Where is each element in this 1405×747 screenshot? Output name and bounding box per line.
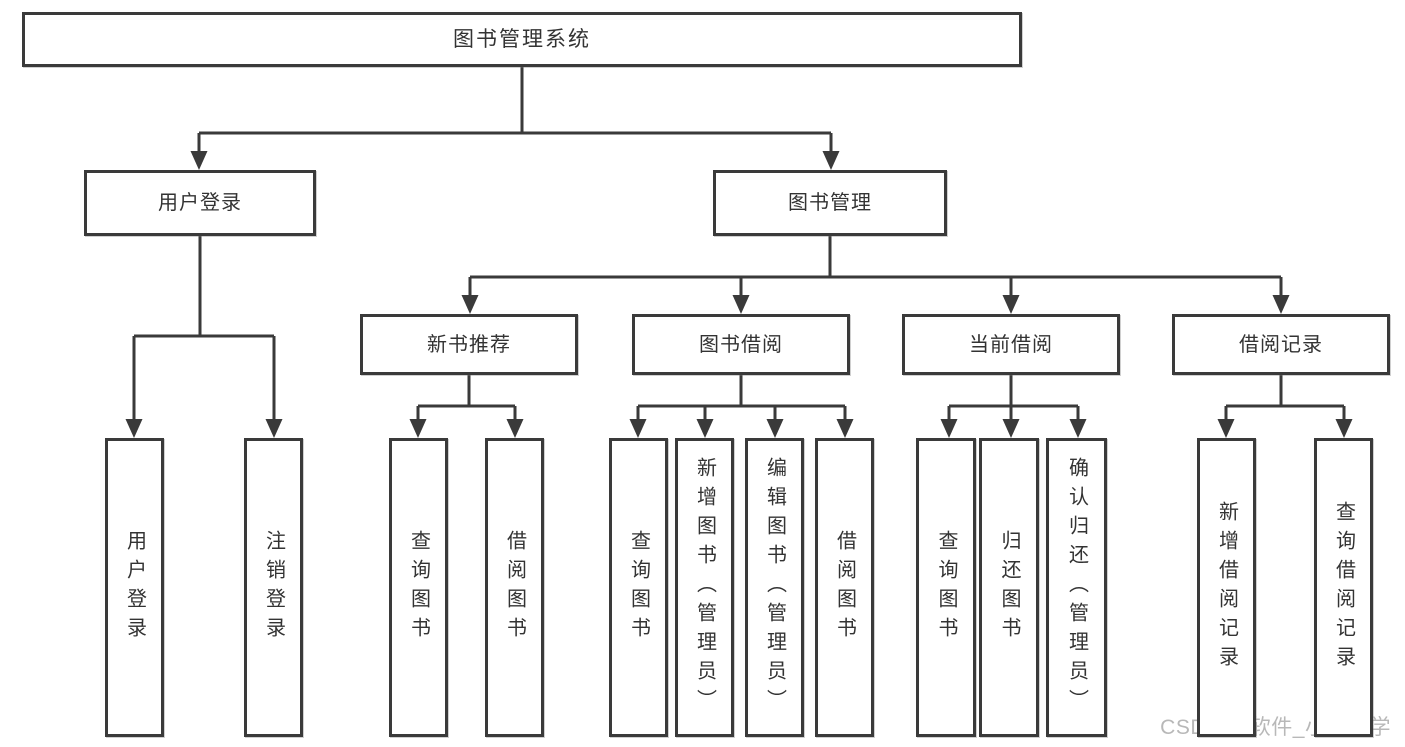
node-label-borrow-borrow: 借阅图书 <box>833 529 856 646</box>
arrowhead-down <box>1069 419 1087 438</box>
arrowhead-down <box>190 151 208 170</box>
node-label-mgmt: 图书管理 <box>788 192 872 214</box>
arrowhead-down <box>940 419 958 438</box>
arrowhead-down <box>696 419 714 438</box>
node-label-current: 当前借阅 <box>969 333 1053 356</box>
node-label-current-query: 查询图书 <box>935 529 957 646</box>
node-label-borrow-edit: 编辑图书（管理员） <box>763 457 786 718</box>
arrowhead-down <box>409 419 427 438</box>
node-label-current-return: 归还图书 <box>998 529 1020 646</box>
arrowhead-down <box>836 419 854 438</box>
arrowhead-down <box>1335 419 1353 438</box>
node-label-current-confirm: 确认归还（管理员） <box>1065 457 1088 718</box>
node-borrow-add: 新增图书（管理员） <box>675 438 734 737</box>
node-borrow: 图书借阅 <box>632 314 850 375</box>
arrowhead-down <box>766 419 784 438</box>
node-label-borrow: 图书借阅 <box>699 333 783 356</box>
node-login: 用户登录 <box>84 170 316 236</box>
node-borrow-query: 查询图书 <box>609 438 668 737</box>
node-label-borrow-add: 新增图书（管理员） <box>693 457 716 718</box>
node-label-records: 借阅记录 <box>1239 333 1323 356</box>
connector <box>125 67 1353 438</box>
node-login-user: 用户登录 <box>105 438 164 737</box>
node-records-query: 查询借阅记录 <box>1314 438 1373 737</box>
node-label-records-query: 查询借阅记录 <box>1332 500 1355 675</box>
node-login-logout: 注销登录 <box>244 438 303 737</box>
node-current-return: 归还图书 <box>979 438 1039 737</box>
node-label-newbook-borrow: 借阅图书 <box>503 529 526 646</box>
node-borrow-borrow: 借阅图书 <box>815 438 874 737</box>
node-label-login-logout: 注销登录 <box>262 529 285 646</box>
arrowhead-down <box>1272 295 1290 314</box>
node-label-borrow-query: 查询图书 <box>627 529 650 646</box>
arrowhead-down <box>732 295 750 314</box>
arrowhead-down <box>265 419 283 438</box>
arrowhead-down <box>822 151 840 170</box>
node-mgmt: 图书管理 <box>713 170 947 236</box>
node-label-records-add: 新增借阅记录 <box>1215 500 1238 675</box>
node-current-confirm: 确认归还（管理员） <box>1046 438 1107 737</box>
arrowhead-down <box>506 419 524 438</box>
arrowhead-down <box>629 419 647 438</box>
arrowhead-down <box>1217 419 1235 438</box>
node-borrow-edit: 编辑图书（管理员） <box>745 438 804 737</box>
node-records-add: 新增借阅记录 <box>1197 438 1256 737</box>
node-label-login-user: 用户登录 <box>123 529 146 646</box>
arrowhead-down <box>461 295 479 314</box>
node-newbook-borrow: 借阅图书 <box>485 438 544 737</box>
arrowhead-down <box>1002 419 1020 438</box>
arrowhead-down <box>125 419 143 438</box>
node-current-query: 查询图书 <box>916 438 976 737</box>
node-label-newbook: 新书推荐 <box>427 333 511 356</box>
node-root: 图书管理系统 <box>22 12 1022 67</box>
node-newbook: 新书推荐 <box>360 314 578 375</box>
node-label-newbook-query: 查询图书 <box>407 529 430 646</box>
node-newbook-query: 查询图书 <box>389 438 448 737</box>
node-label-root: 图书管理系统 <box>453 28 591 51</box>
node-label-login: 用户登录 <box>158 192 242 214</box>
node-records: 借阅记录 <box>1172 314 1390 375</box>
node-current: 当前借阅 <box>902 314 1120 375</box>
arrowhead-down <box>1002 295 1020 314</box>
